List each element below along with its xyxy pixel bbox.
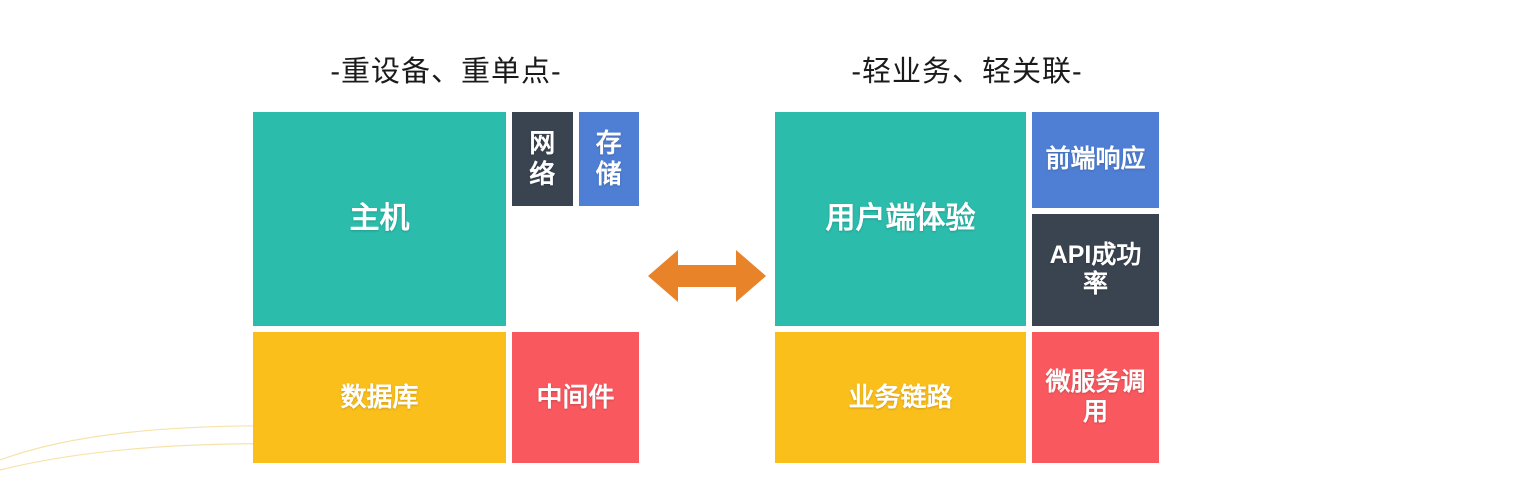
cell-user-experience-label: 用户端体验	[825, 202, 976, 236]
cell-business-chain[interactable]: 业务链路	[775, 332, 1026, 463]
left-panel-right-column: 存储 网络	[512, 112, 639, 326]
cell-business-chain-label: 业务链路	[848, 382, 953, 413]
double-arrow-horizontal-icon	[648, 250, 766, 302]
left-panel-grid: 主机 存储 网络 数据库 中间件	[253, 112, 639, 463]
left-panel-title: -重设备、重单点-	[330, 56, 562, 88]
right-panel-grid: 用户端体验 前端响应 API成功率 业务链路 微服务调用	[775, 112, 1159, 463]
cell-database-label: 数据库	[340, 382, 419, 413]
cell-microservice-call[interactable]: 微服务调用	[1032, 332, 1159, 463]
cell-frontend-response[interactable]: 前端响应	[1032, 112, 1159, 208]
double-arrow-shape	[648, 250, 766, 302]
cell-database[interactable]: 数据库	[253, 332, 506, 463]
cell-storage[interactable]: 存储	[578, 112, 639, 206]
cell-host[interactable]: 主机	[253, 112, 506, 326]
cell-microservice-call-label: 微服务调用	[1045, 368, 1146, 426]
cell-middleware-label: 中间件	[536, 382, 615, 413]
cell-storage-label: 存储	[595, 128, 622, 189]
cell-network-label: 网络	[529, 128, 556, 189]
cell-frontend-response-label: 前端响应	[1045, 145, 1146, 174]
cell-user-experience[interactable]: 用户端体验	[775, 112, 1026, 326]
cell-api-success-rate-label: API成功率	[1049, 240, 1142, 299]
cell-middleware[interactable]: 中间件	[512, 332, 639, 463]
cell-api-success-rate[interactable]: API成功率	[1032, 214, 1159, 326]
cell-network[interactable]: 网络	[512, 112, 573, 206]
right-panel-title: -轻业务、轻关联-	[851, 56, 1083, 88]
cell-host-label: 主机	[349, 202, 410, 236]
